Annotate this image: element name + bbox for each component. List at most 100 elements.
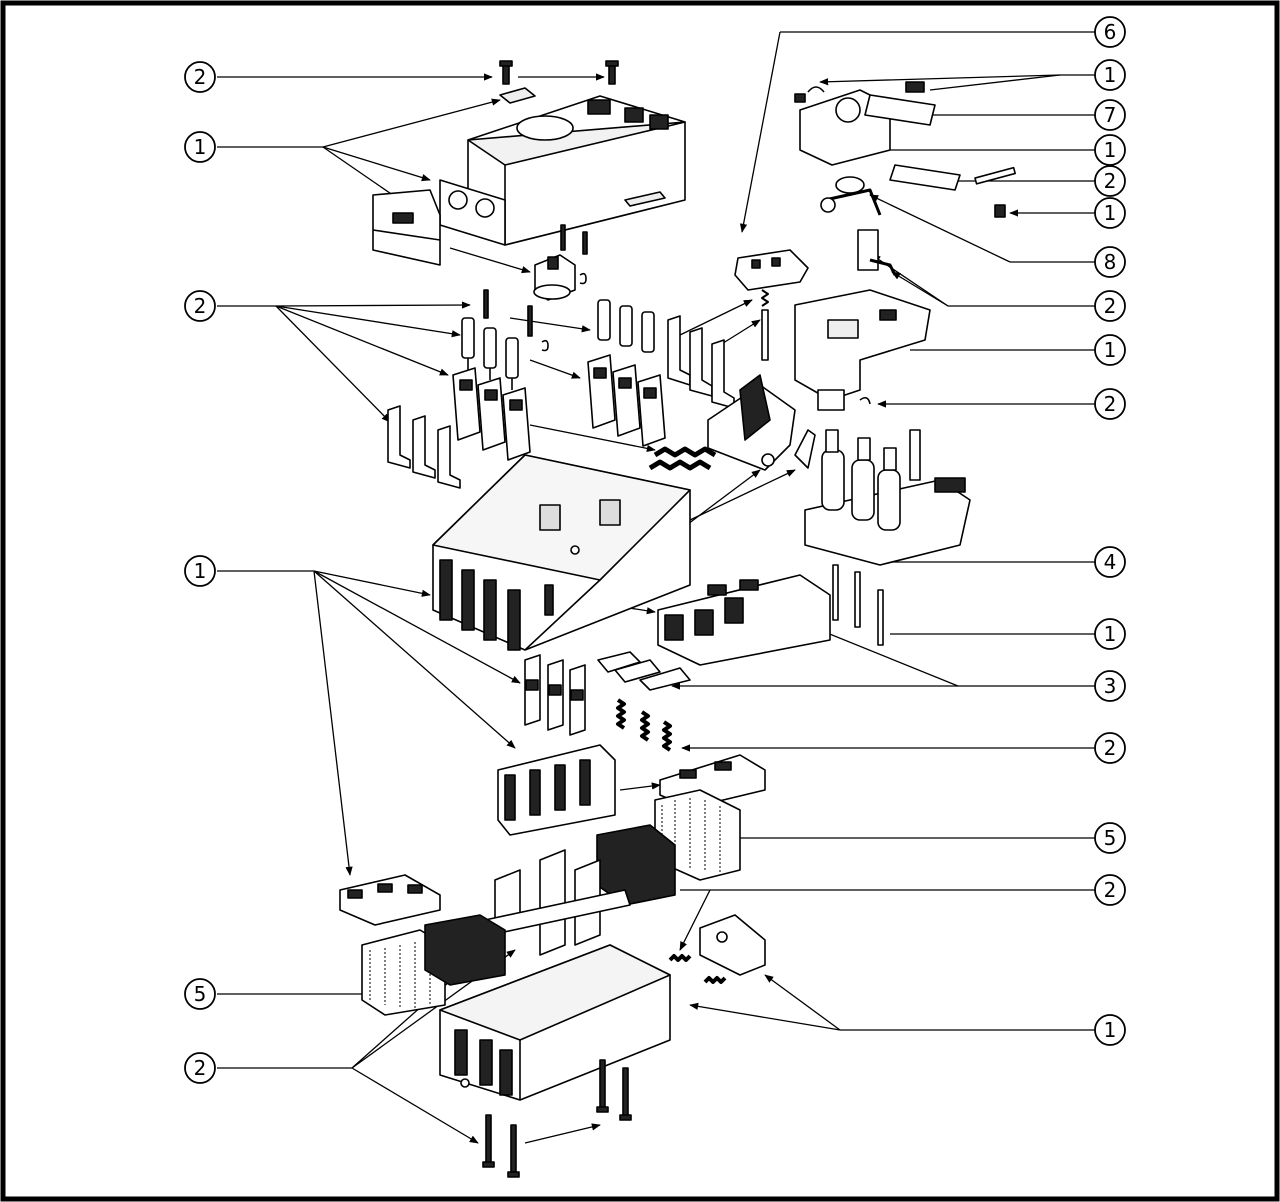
callout-number: 1 bbox=[1104, 622, 1117, 646]
callout-c2-mid-left: 2 bbox=[184, 290, 216, 322]
callout-c2-r-a: 2 bbox=[1094, 165, 1126, 197]
callout-c5-bottom-left: 5 bbox=[184, 978, 216, 1010]
rods bbox=[832, 564, 884, 646]
bracket-part-6 bbox=[734, 249, 809, 291]
callout-circle bbox=[1094, 59, 1126, 91]
callout-c6-r: 6 bbox=[1094, 16, 1126, 48]
callout-c4-r: 4 bbox=[1094, 546, 1126, 578]
top-screws bbox=[499, 60, 619, 85]
callout-c8-r: 8 bbox=[1094, 246, 1126, 278]
callout-circle bbox=[1094, 874, 1126, 906]
callout-number: 3 bbox=[1104, 674, 1117, 698]
base-housing-part bbox=[439, 944, 671, 1101]
callout-circle bbox=[184, 555, 216, 587]
callout-c1-r-b: 1 bbox=[1094, 134, 1126, 166]
callout-number: 6 bbox=[1104, 20, 1117, 44]
leader-lines bbox=[217, 31, 1097, 1144]
small-clip bbox=[794, 429, 816, 469]
callout-c3-r: 3 bbox=[1094, 670, 1126, 702]
callout-number: 1 bbox=[1104, 338, 1117, 362]
callout-c1-r-c: 1 bbox=[1094, 197, 1126, 229]
bottom-screws bbox=[482, 1059, 632, 1178]
callout-c5-r: 5 bbox=[1094, 822, 1126, 854]
callout-c2-r-b: 2 bbox=[1094, 290, 1126, 322]
callout-number: 4 bbox=[1104, 550, 1117, 574]
callout-number: 5 bbox=[1104, 826, 1117, 850]
springs-mid bbox=[648, 446, 717, 471]
clamp-part-right bbox=[699, 914, 766, 976]
top-cover-part bbox=[439, 87, 686, 246]
callout-number: 8 bbox=[1104, 250, 1117, 274]
springs-bottom bbox=[668, 954, 727, 984]
contact-clips-left bbox=[387, 405, 461, 489]
callout-circle bbox=[184, 131, 216, 163]
callout-circle bbox=[1094, 290, 1126, 322]
handle-knob-part bbox=[533, 224, 588, 301]
callout-number: 1 bbox=[194, 559, 207, 583]
callout-c1-top-left: 1 bbox=[184, 131, 216, 163]
contact-arms-part-3 bbox=[597, 651, 691, 691]
springs-lower bbox=[616, 698, 672, 752]
callout-circle bbox=[1094, 165, 1126, 197]
callout-number: 2 bbox=[194, 1056, 207, 1080]
callout-number: 1 bbox=[194, 135, 207, 159]
callout-layer: 2 1 2 1 5 2 6 1 7 1 2 1 8 2 1 2 4 1 3 2 5 2 1 bbox=[184, 16, 1126, 1084]
callout-circle bbox=[1094, 197, 1126, 229]
callout-c1-r-a: 1 bbox=[1094, 59, 1126, 91]
mechanism-frame bbox=[794, 289, 931, 411]
pin-spring-mid bbox=[761, 289, 769, 361]
callout-circle bbox=[184, 1052, 216, 1084]
callout-circle bbox=[1094, 334, 1126, 366]
contact-assembly bbox=[657, 574, 831, 666]
callout-circle bbox=[1094, 16, 1126, 48]
divider-plates bbox=[484, 849, 631, 956]
callout-c2-r-c: 2 bbox=[1094, 388, 1126, 420]
callout-number: 2 bbox=[1104, 878, 1117, 902]
fixed-contacts bbox=[497, 744, 616, 836]
main-housing-part bbox=[432, 454, 691, 651]
callout-number: 1 bbox=[1104, 201, 1117, 225]
callout-circle bbox=[1094, 246, 1126, 278]
callout-circle bbox=[1094, 388, 1126, 420]
callout-circle bbox=[1094, 822, 1126, 854]
contact-clips-right bbox=[667, 315, 735, 409]
arc-chutes-left bbox=[361, 914, 506, 1016]
terminal-bolts-left bbox=[461, 317, 519, 390]
callout-number: 2 bbox=[1104, 392, 1117, 416]
trip-unit-part-4 bbox=[804, 429, 971, 566]
callout-c2-bottom-left: 2 bbox=[184, 1052, 216, 1084]
callout-number: 2 bbox=[1104, 169, 1117, 193]
callout-circle bbox=[184, 61, 216, 93]
callout-number: 1 bbox=[1104, 1018, 1117, 1042]
callout-circle bbox=[184, 290, 216, 322]
callout-c7-r: 7 bbox=[1094, 99, 1126, 131]
callout-c1-mid-left: 1 bbox=[184, 555, 216, 587]
callout-number: 2 bbox=[1104, 736, 1117, 760]
callout-number: 2 bbox=[194, 294, 207, 318]
mechanism-top bbox=[794, 81, 1016, 218]
callout-number: 7 bbox=[1104, 103, 1117, 127]
u-clips bbox=[524, 654, 586, 736]
terminal-housings-right bbox=[587, 354, 666, 447]
mid-screws bbox=[483, 289, 549, 352]
callout-circle bbox=[1094, 618, 1126, 650]
callout-circle bbox=[1094, 732, 1126, 764]
callout-number: 2 bbox=[194, 65, 207, 89]
callout-number: 1 bbox=[1104, 138, 1117, 162]
callout-c2-top-left: 2 bbox=[184, 61, 216, 93]
callout-number: 2 bbox=[1104, 294, 1117, 318]
clamp-bar-left bbox=[339, 874, 441, 926]
side-cover-part bbox=[372, 189, 441, 266]
terminal-housings-left bbox=[452, 367, 531, 461]
callout-c2-r-e: 2 bbox=[1094, 874, 1126, 906]
callout-c2-r-d: 2 bbox=[1094, 732, 1126, 764]
callout-c1-r-d: 1 bbox=[1094, 334, 1126, 366]
callout-circle bbox=[1094, 546, 1126, 578]
callout-circle bbox=[1094, 1014, 1126, 1046]
callout-circle bbox=[1094, 99, 1126, 131]
terminal-bolts-right bbox=[597, 299, 655, 353]
callout-c1-r-f: 1 bbox=[1094, 1014, 1126, 1046]
callout-c1-r-e: 1 bbox=[1094, 618, 1126, 650]
